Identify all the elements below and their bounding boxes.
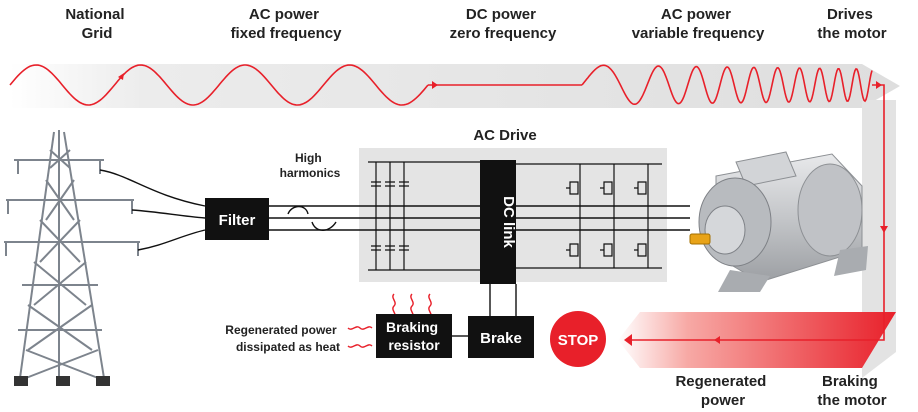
tower-footing <box>56 376 70 386</box>
brake-box <box>468 316 534 358</box>
filter-label: Filter <box>219 212 256 229</box>
dc-zero-label: DC power zero frequency <box>450 6 557 42</box>
rectifier-circuit <box>368 161 480 271</box>
tower-footing <box>96 376 110 386</box>
high-harmonics-label: High harmonics <box>280 151 341 180</box>
drive-input-wires <box>269 205 690 231</box>
brake-wires <box>452 284 517 337</box>
dc-link-box <box>480 160 516 284</box>
national-grid-label: National Grid <box>65 6 128 42</box>
top-flow-arrow <box>10 64 900 108</box>
electric-motor-icon <box>689 151 868 292</box>
ac-variable-label: AC power variable frequency <box>632 6 765 42</box>
tower-footing <box>14 376 28 386</box>
regen-heat-label: Regenerated power dissipated as heat <box>225 323 340 354</box>
ac-drive-title: AC Drive <box>473 127 536 144</box>
filter-box <box>205 198 269 240</box>
grid-wires <box>99 169 206 251</box>
dc-link-label: DC link <box>500 196 517 248</box>
signal-arrowhead <box>880 226 888 233</box>
signal-arrowhead <box>876 81 882 89</box>
stop-label: STOP <box>558 332 599 349</box>
right-flow-band <box>862 100 896 378</box>
signal-arrowhead <box>714 336 720 344</box>
ac-fixed-label: AC power fixed frequency <box>231 6 343 42</box>
heat-wave-icon <box>347 326 373 348</box>
stop-sign-icon: STOP <box>550 311 606 367</box>
transmission-tower-icon <box>4 130 140 379</box>
signal-arrowhead <box>118 73 124 80</box>
variable-frequency-wave <box>581 64 873 105</box>
brake-label: Brake <box>480 330 522 347</box>
signal-arrowhead <box>624 334 632 346</box>
inverter-circuit <box>516 163 662 269</box>
regen-power-label: Regenerated power <box>675 373 770 409</box>
braking-motor-label: Braking the motor <box>817 373 886 409</box>
signal-arrowhead <box>432 81 438 89</box>
fixed-frequency-wave <box>9 64 429 106</box>
drives-motor-label: Drives the motor <box>817 6 886 42</box>
braking-resistor-box <box>376 314 452 358</box>
braking-resistor-label: Braking resistor <box>386 319 442 353</box>
